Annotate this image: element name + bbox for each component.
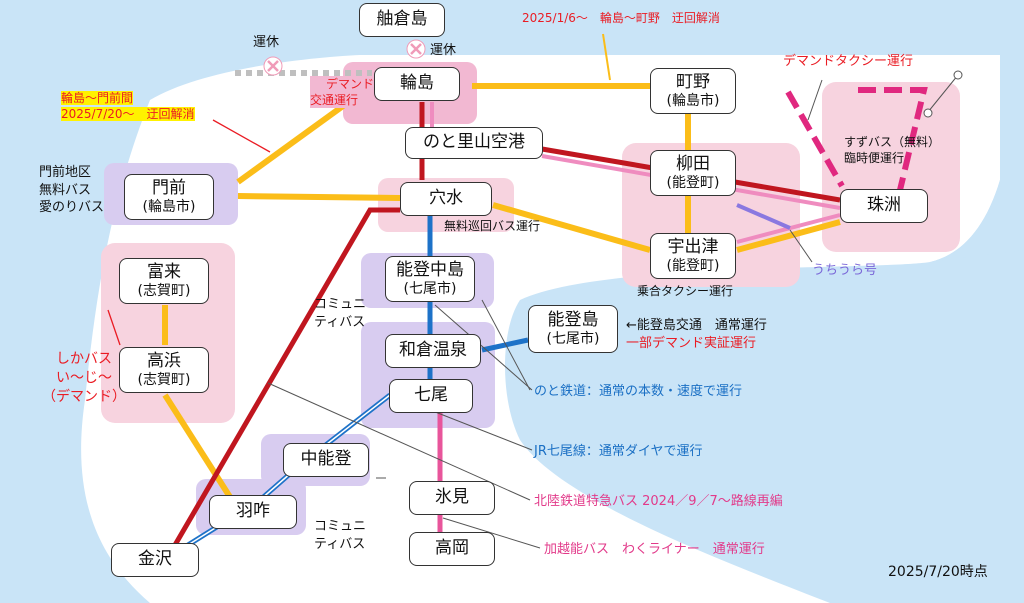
suspended-x-icon — [263, 56, 283, 76]
station-name: のと里山空港 — [423, 132, 525, 153]
label-jr-nanao: JR七尾線：通常ダイヤで運行 — [534, 444, 703, 459]
route-anamizu-ushitsu — [492, 202, 651, 253]
label-monzen-bus-1: 門前地区 — [39, 165, 92, 180]
station-suzu[interactable]: 珠洲 — [840, 189, 928, 223]
route-uchiura — [736, 203, 791, 230]
station-notonakajima[interactable]: 能登中島(七尾市) — [385, 256, 475, 302]
station-name: 珠洲 — [867, 195, 901, 216]
label-wajima-monzen-line1: 輪島～門前間 — [61, 91, 134, 105]
label-community-bus-1b: ティバス — [314, 314, 366, 330]
label-shika-bus-3: （デマンド） — [42, 388, 126, 405]
station-ushitsu[interactable]: 宇出津(能登町) — [650, 233, 736, 279]
station-area: (輪島市) — [666, 92, 720, 109]
label-shika-bus-2: い～じ～ — [56, 369, 112, 386]
station-monzen[interactable]: 門前(輪島市) — [124, 174, 214, 220]
station-hakui[interactable]: 羽咋 — [209, 495, 297, 529]
station-wakuraonsen[interactable]: 和倉温泉 — [385, 334, 481, 368]
label-suzu-bus-2: 臨時便運行 — [844, 151, 905, 166]
station-name: 町野 — [676, 71, 710, 92]
label-suspended: 運休 — [253, 35, 280, 50]
label-community-bus-2: コミュニ ティバス — [314, 518, 366, 553]
station-noto-satoyama-airport[interactable]: のと里山空港 — [405, 127, 543, 159]
station-takaoka[interactable]: 高岡 — [409, 532, 495, 566]
station-name: 宇出津 — [667, 236, 719, 257]
label-demand-taxi: デマンドタクシー運行 — [783, 54, 914, 69]
station-notojima[interactable]: 能登島(七尾市) — [528, 305, 618, 353]
demand-taxi-1 — [785, 90, 845, 188]
suspended-x-icon — [406, 39, 426, 59]
station-name: 能登中島 — [396, 259, 464, 280]
route-notojima — [481, 337, 529, 353]
label-wajima-monzen-line2: 2025/7/20～ 迂回解消 — [61, 107, 195, 122]
station-yanagida[interactable]: 柳田(能登町) — [650, 150, 736, 196]
station-name: 和倉温泉 — [399, 340, 467, 361]
route-takahama-hakui — [162, 393, 233, 499]
station-himi[interactable]: 氷見 — [409, 481, 495, 515]
station-area: (志賀町) — [137, 371, 191, 388]
label-free-loop-bus: 無料巡回バス運行 — [444, 219, 541, 233]
label-monzen-bus-3: 愛のりバス — [39, 200, 105, 216]
route-monzen-anamizu — [237, 193, 401, 201]
label-community-bus-1: コミュニ ティバス — [314, 296, 366, 331]
station-name: 金沢 — [138, 549, 172, 570]
station-area: (能登町) — [666, 257, 720, 274]
land-right-upper — [930, 55, 1024, 262]
station-name: 高浜 — [147, 350, 181, 371]
station-name: 富来 — [147, 261, 181, 282]
station-tomiki[interactable]: 富来(志賀町) — [119, 258, 209, 304]
label-demand-transport-2: 交通運行 — [310, 93, 359, 108]
station-area: (能登町) — [666, 174, 720, 191]
station-nakanoto[interactable]: 中能登 — [283, 443, 369, 477]
station-area: (七尾市) — [403, 280, 457, 297]
label-wajima-monzen: 輪島～門前間 2025/7/20～ 迂回解消 — [61, 90, 195, 122]
station-name: 穴水 — [429, 188, 463, 209]
label-suzu-bus-1: すずバス（無料） — [844, 135, 941, 149]
label-shared-taxi: 乗合タクシー運行 — [637, 284, 734, 298]
station-name: 能登島 — [547, 309, 599, 330]
label-notojima-demand: 一部デマンド実証運行 — [626, 336, 757, 351]
label-suzu-bus: すずバス（無料） 臨時便運行 — [844, 134, 940, 166]
label-demand-transport-1: デマンド — [326, 77, 375, 91]
station-name: 羽咋 — [236, 501, 270, 522]
station-name: 中能登 — [300, 449, 352, 470]
label-notojima-transport: ←能登島交通 通常運行 — [626, 318, 767, 333]
station-name: 高岡 — [435, 538, 469, 559]
label-as-of: 2025/7/20時点 — [888, 564, 988, 580]
label-hokuriku-express: 北陸鉄道特急バス 2024／9／7～路線再編 — [534, 494, 783, 509]
label-community-bus-1a: コミュニ — [314, 297, 367, 312]
station-name: 舳倉島 — [376, 9, 428, 30]
station-machino[interactable]: 町野(輪島市) — [650, 68, 736, 114]
station-name: 輪島 — [400, 73, 434, 94]
area-suzu — [822, 82, 960, 252]
label-demand-transport: デマンド 交通運行 — [310, 76, 375, 109]
station-name: 柳田 — [676, 153, 710, 174]
station-area: (輪島市) — [142, 198, 196, 215]
route-express-bus — [172, 207, 400, 547]
station-kanazawa[interactable]: 金沢 — [111, 543, 199, 577]
demand-taxi-2 — [858, 87, 928, 191]
station-hegurajima[interactable]: 舳倉島 — [359, 3, 445, 37]
label-suspended: 運休 — [430, 43, 457, 58]
label-kaetsuno-bus: 加越能バス わくライナー 通常運行 — [544, 542, 765, 557]
label-community-bus-2a: コミュニ — [314, 519, 367, 534]
label-monzen-bus: 門前地区 無料バス 愛のりバス — [39, 164, 104, 217]
station-takahama[interactable]: 高浜(志賀町) — [119, 347, 209, 393]
label-shika-bus-1: しかバス — [56, 351, 112, 367]
label-community-bus-2b: ティバス — [314, 536, 366, 552]
label-shika-bus: しかバス い～じ～ （デマンド） — [42, 350, 126, 407]
label-monzen-bus-2: 無料バス — [39, 182, 92, 198]
label-uchiura: うちうら号 — [812, 263, 878, 278]
station-name: 七尾 — [414, 385, 448, 406]
station-area: (志賀町) — [137, 282, 191, 299]
label-machino-detour: 2025/1/6～ 輪島～町野 迂回解消 — [522, 11, 720, 25]
station-name: 氷見 — [435, 487, 469, 508]
station-anamizu[interactable]: 穴水 — [400, 182, 492, 216]
label-noto-railway: のと鉄道：通常の本数・速度で運行 — [534, 384, 743, 399]
station-nanao[interactable]: 七尾 — [389, 379, 473, 413]
route-ushitsu-suzu — [736, 219, 841, 253]
station-name: 門前 — [152, 177, 186, 198]
station-area: (七尾市) — [546, 330, 600, 347]
station-wajima[interactable]: 輪島 — [374, 67, 460, 101]
